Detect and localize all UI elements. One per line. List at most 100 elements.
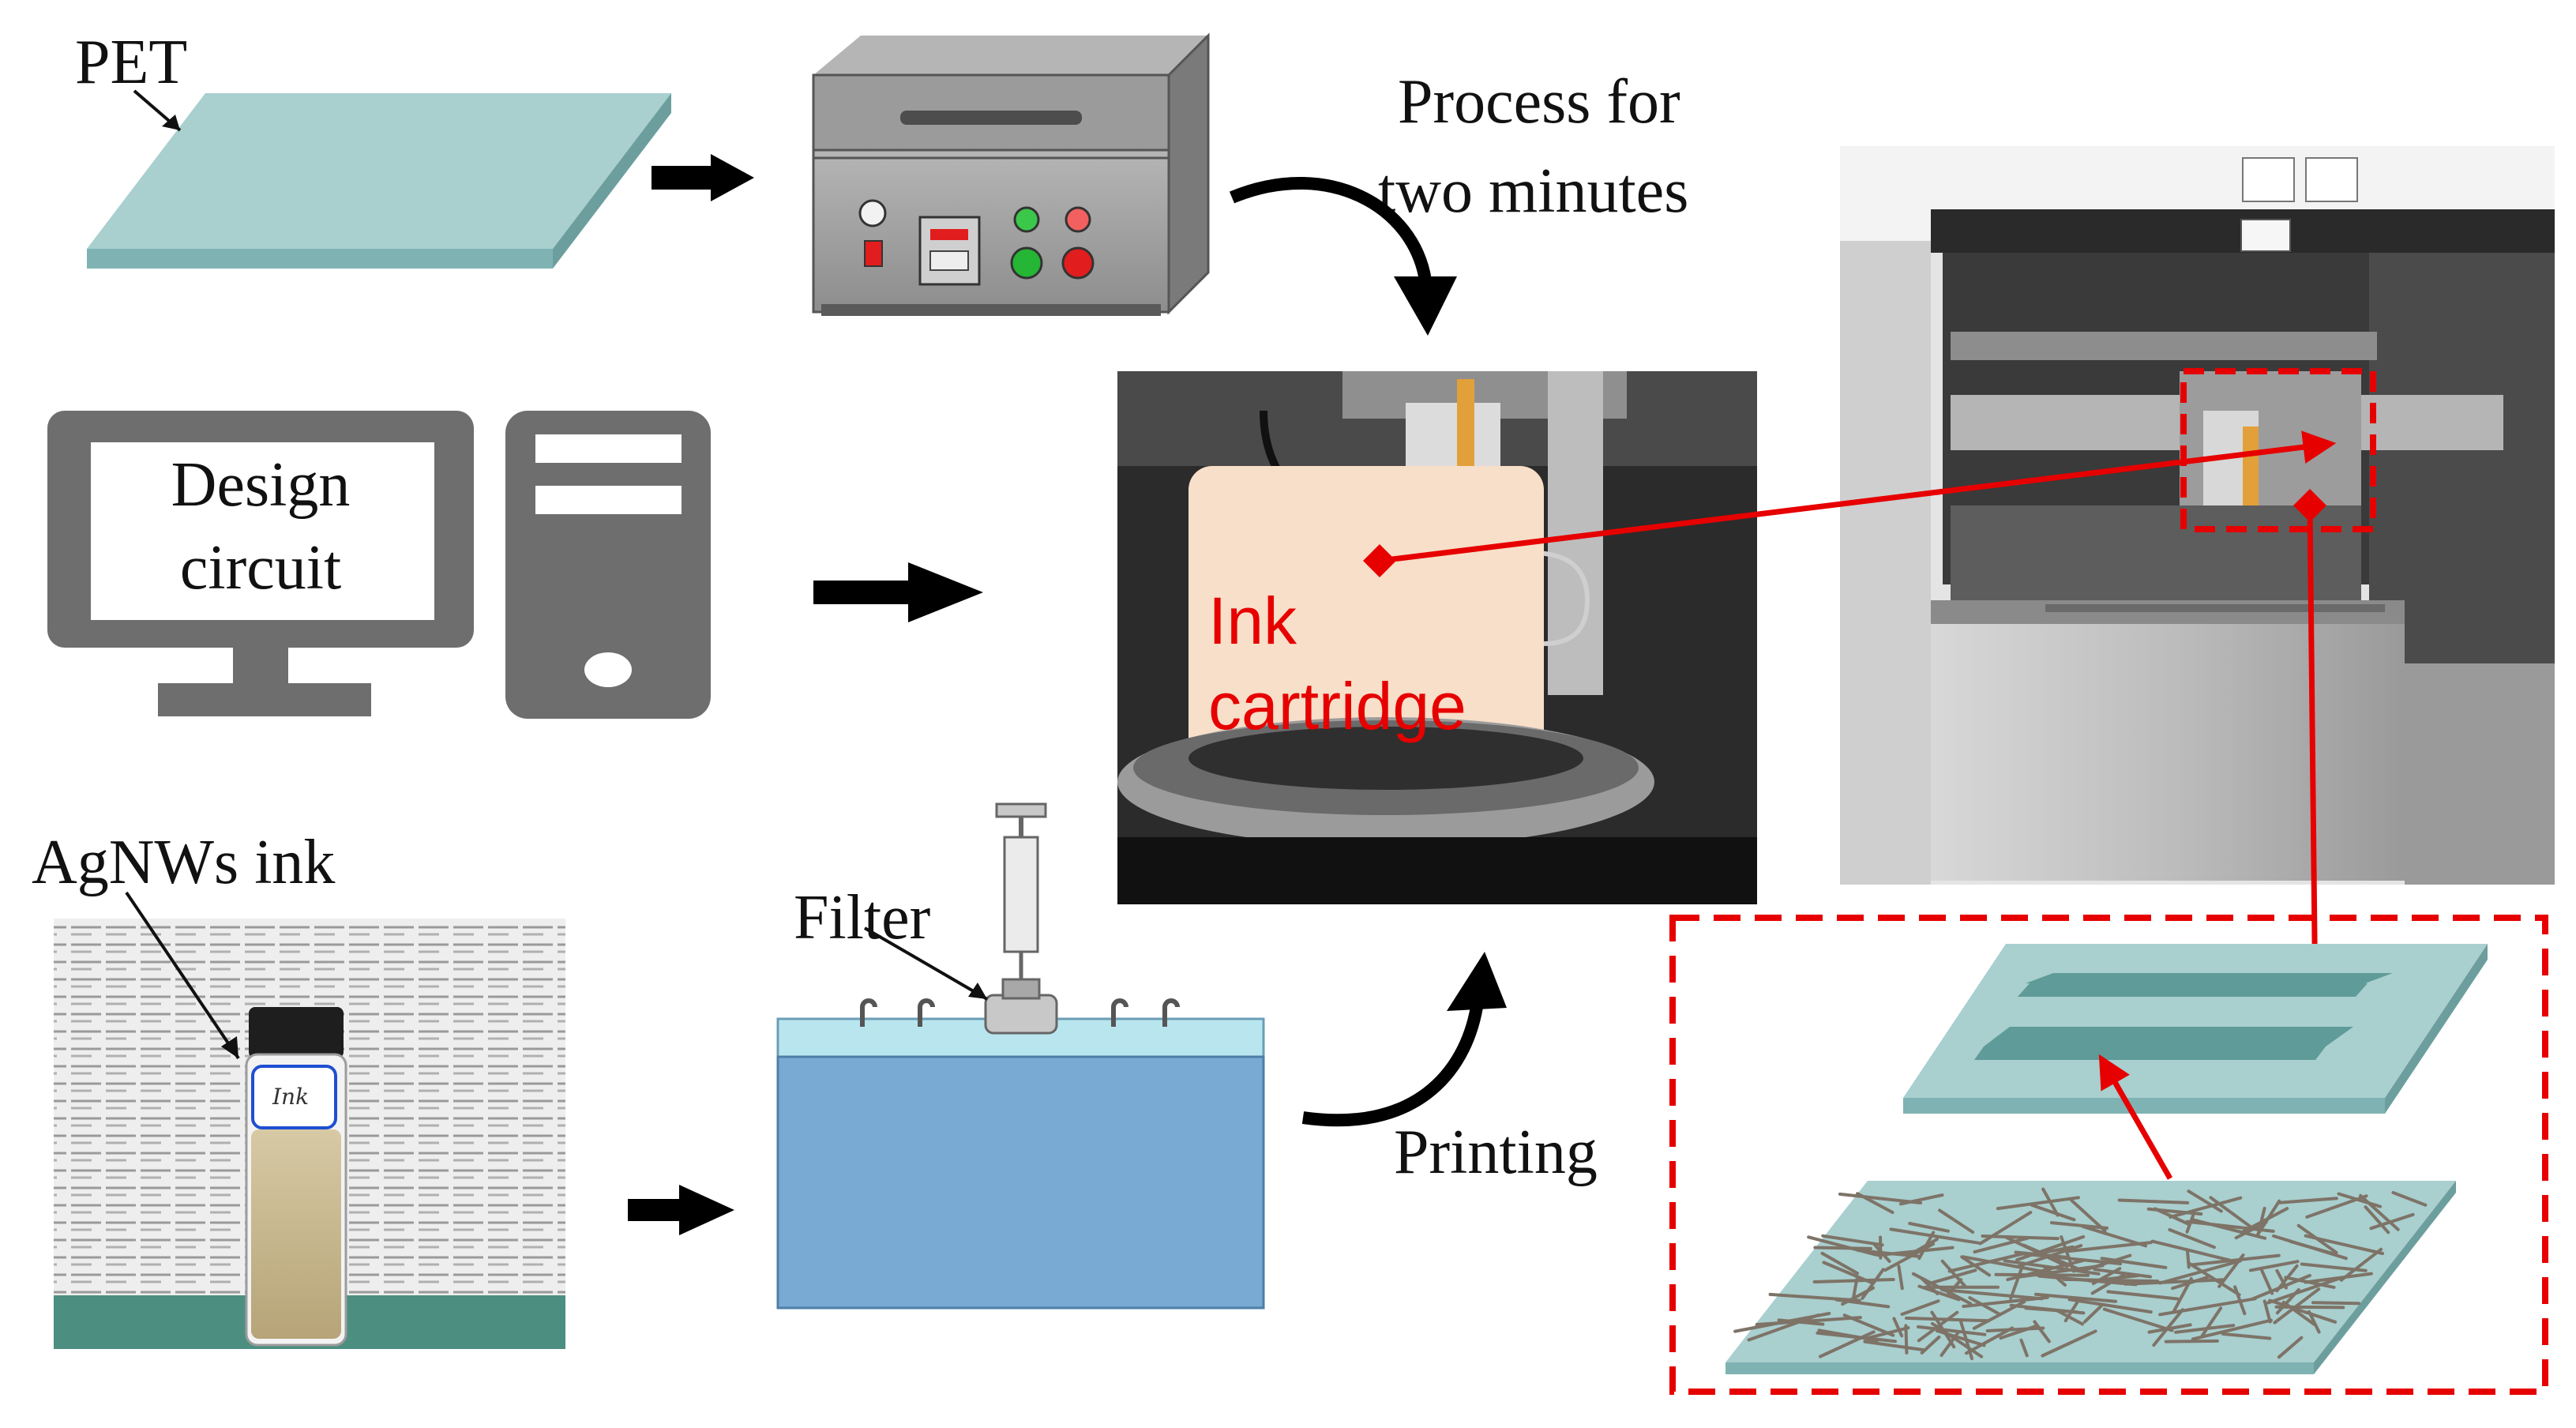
curved-arrow-icon xyxy=(1301,952,1507,1127)
nanowire xyxy=(1863,1340,1927,1352)
nanowire xyxy=(1883,1242,1936,1272)
nanowire xyxy=(1973,1236,2030,1254)
nanowire xyxy=(2049,1221,2109,1230)
filter-pointer xyxy=(863,926,989,1001)
right-arrow-icon xyxy=(628,1185,734,1235)
printed-electrode xyxy=(1903,944,2488,1114)
nanowire xyxy=(2209,1196,2252,1228)
nanowire xyxy=(2091,1267,2122,1285)
nanowire xyxy=(1813,1246,1872,1250)
nanowire xyxy=(1812,1278,1895,1283)
nanowire xyxy=(2019,1338,2029,1358)
nanowire xyxy=(1927,1268,1977,1286)
nanowire xyxy=(2056,1309,2084,1326)
nanowire xyxy=(2268,1298,2338,1324)
nanowire xyxy=(2124,1278,2226,1286)
nanowire xyxy=(2284,1276,2336,1289)
nanowire xyxy=(1889,1227,1981,1245)
nanowire xyxy=(1861,1268,1885,1300)
nanowire xyxy=(2154,1207,2190,1226)
nanowire xyxy=(2233,1285,2247,1316)
nanowire xyxy=(2311,1301,2360,1306)
nanowire xyxy=(2277,1197,2338,1204)
nanowire xyxy=(2102,1307,2174,1332)
nanowire xyxy=(2185,1248,2191,1269)
nanowire xyxy=(2082,1303,2105,1324)
printer-photo xyxy=(1840,146,2555,885)
nanowire xyxy=(2158,1259,2242,1285)
nanowire xyxy=(2168,1228,2216,1250)
nanowire xyxy=(1747,1313,1820,1342)
nanowire xyxy=(2169,1196,2243,1219)
nanowire xyxy=(1842,1313,1895,1337)
nanowire xyxy=(1917,1310,1959,1343)
filter-label: Filter xyxy=(794,883,930,953)
process-label-line2: two minutes xyxy=(1378,156,1688,226)
nanowire xyxy=(2187,1189,2223,1213)
nanowire xyxy=(1899,1193,1944,1206)
ink-label-line1: Ink xyxy=(1208,584,1297,658)
nanowire xyxy=(1834,1298,1891,1309)
nanowire xyxy=(1892,1317,1904,1338)
nanowire xyxy=(2248,1260,2300,1272)
pet-label: PET xyxy=(75,28,187,97)
nanowire xyxy=(2069,1198,2107,1233)
nanowire xyxy=(1996,1196,2080,1211)
nanowire xyxy=(1917,1325,1987,1336)
nanowire xyxy=(1938,1208,1975,1234)
nanowire xyxy=(1947,1278,1963,1297)
nanowire xyxy=(2060,1235,2075,1273)
vial-tag: Ink xyxy=(272,1084,309,1110)
pet-sheet xyxy=(87,93,671,269)
cartridge-to-printer-line xyxy=(1363,430,2337,577)
nanowire xyxy=(1959,1320,1973,1361)
nanowire xyxy=(2234,1220,2268,1240)
monitor-icon xyxy=(47,411,474,716)
nanowire xyxy=(1968,1296,2001,1316)
nanowire xyxy=(2339,1247,2383,1282)
nanowire xyxy=(2081,1224,2148,1248)
design-label-line1: Design xyxy=(171,450,351,520)
nanowire xyxy=(1917,1284,1961,1302)
plasma-treatment-machine xyxy=(812,32,1210,316)
nanowire xyxy=(2026,1245,2075,1257)
nanowire xyxy=(2034,1292,2118,1303)
nanowire xyxy=(2147,1323,2192,1334)
pc-tower-icon xyxy=(505,411,711,719)
nanowire xyxy=(2030,1203,2076,1222)
nanowire xyxy=(1947,1251,2027,1273)
nanowire xyxy=(2150,1239,2232,1262)
nanowire xyxy=(2009,1261,2026,1300)
nanowire xyxy=(2266,1276,2343,1305)
nanowire xyxy=(2117,1198,2190,1204)
nanowire xyxy=(1900,1299,1940,1316)
nanowire xyxy=(1940,1259,1967,1289)
process-label-line1: Process for xyxy=(1398,67,1680,137)
nanowire xyxy=(1897,1265,1904,1291)
nanowire xyxy=(2093,1268,2152,1279)
nanowire xyxy=(2041,1329,2097,1358)
nanowire xyxy=(2300,1262,2368,1272)
design-label-line2: circuit xyxy=(180,533,341,603)
agnws-label: AgNWs ink xyxy=(32,828,335,897)
nanowire xyxy=(2152,1308,2184,1347)
nanowire xyxy=(1940,1288,2044,1301)
nanowire xyxy=(1965,1326,2014,1355)
nanowire xyxy=(2164,1339,2219,1343)
nanowire xyxy=(1908,1222,1950,1233)
right-arrow-icon xyxy=(652,154,754,201)
nanowire xyxy=(1962,1255,2048,1274)
nanowire xyxy=(2024,1306,2078,1314)
nanowire xyxy=(1962,1295,2049,1308)
printer-to-electrode-line xyxy=(2293,489,2332,1028)
ink-label-line2: cartridge xyxy=(1208,669,1466,743)
nanowire xyxy=(1999,1325,2037,1340)
nanowire xyxy=(2191,1253,2281,1267)
nanowire xyxy=(1819,1330,1876,1358)
computer xyxy=(47,411,711,719)
silver-nanowire-film xyxy=(1725,1181,2456,1374)
nanowire xyxy=(1816,1331,1897,1343)
nanowire xyxy=(1940,1331,1960,1357)
nanowire xyxy=(2273,1287,2321,1325)
printing-label: Printing xyxy=(1394,1118,1598,1187)
